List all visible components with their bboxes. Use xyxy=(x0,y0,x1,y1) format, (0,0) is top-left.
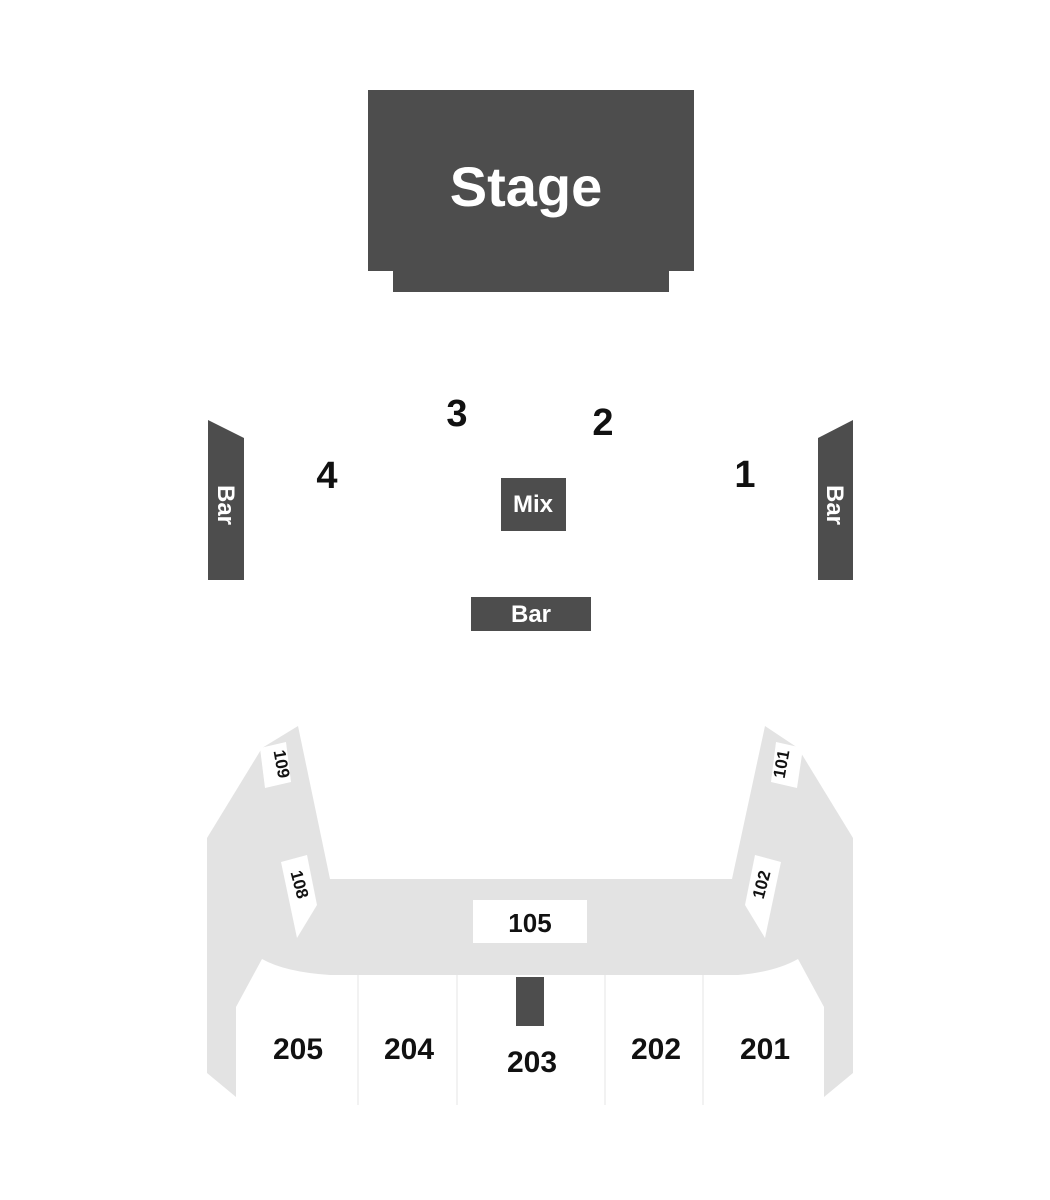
section-1-label[interactable]: 1 xyxy=(734,454,755,496)
bar-center-box xyxy=(471,597,591,631)
mix-position: Mix xyxy=(501,478,566,531)
section-108[interactable]: 108 xyxy=(281,855,317,938)
section-109[interactable]: 109 xyxy=(260,742,293,788)
stage[interactable]: Stage xyxy=(368,90,694,292)
mix-box xyxy=(501,478,566,531)
platform-block xyxy=(516,977,544,1026)
bar-left-label: Bar xyxy=(212,485,239,525)
section-109-label: 109 xyxy=(270,748,294,779)
section-101-label: 101 xyxy=(770,748,794,779)
section-101-plate xyxy=(771,742,803,788)
section-102-plate xyxy=(745,855,781,938)
bar-right-shape xyxy=(818,420,853,580)
section-3-label[interactable]: 3 xyxy=(446,393,467,435)
section-105[interactable]: 105 xyxy=(473,900,587,943)
section-2-label[interactable]: 2 xyxy=(592,402,613,444)
bar-center: Bar xyxy=(471,597,591,631)
stage-shape xyxy=(368,90,694,292)
bar-right-label: Bar xyxy=(821,485,848,525)
section-109-plate xyxy=(260,742,291,788)
section-201-label[interactable]: 201 xyxy=(740,1033,790,1066)
section-105-label: 105 xyxy=(508,908,551,938)
section-205-label[interactable]: 205 xyxy=(273,1033,323,1066)
section-203-label[interactable]: 203 xyxy=(507,1046,557,1079)
bar-right: Bar xyxy=(818,420,853,580)
section-101[interactable]: 101 xyxy=(770,742,803,788)
section-105-plate xyxy=(473,900,587,943)
section-204-label[interactable]: 204 xyxy=(384,1033,434,1066)
section-202-label[interactable]: 202 xyxy=(631,1033,681,1066)
mix-label: Mix xyxy=(513,491,554,518)
stage-label: Stage xyxy=(450,155,603,218)
section-108-plate xyxy=(281,855,317,938)
bar-center-label: Bar xyxy=(511,601,551,628)
bar-left: Bar xyxy=(208,420,244,580)
bar-left-shape xyxy=(208,420,244,580)
section-102[interactable]: 102 xyxy=(745,855,781,938)
section-4-label[interactable]: 4 xyxy=(316,455,337,497)
